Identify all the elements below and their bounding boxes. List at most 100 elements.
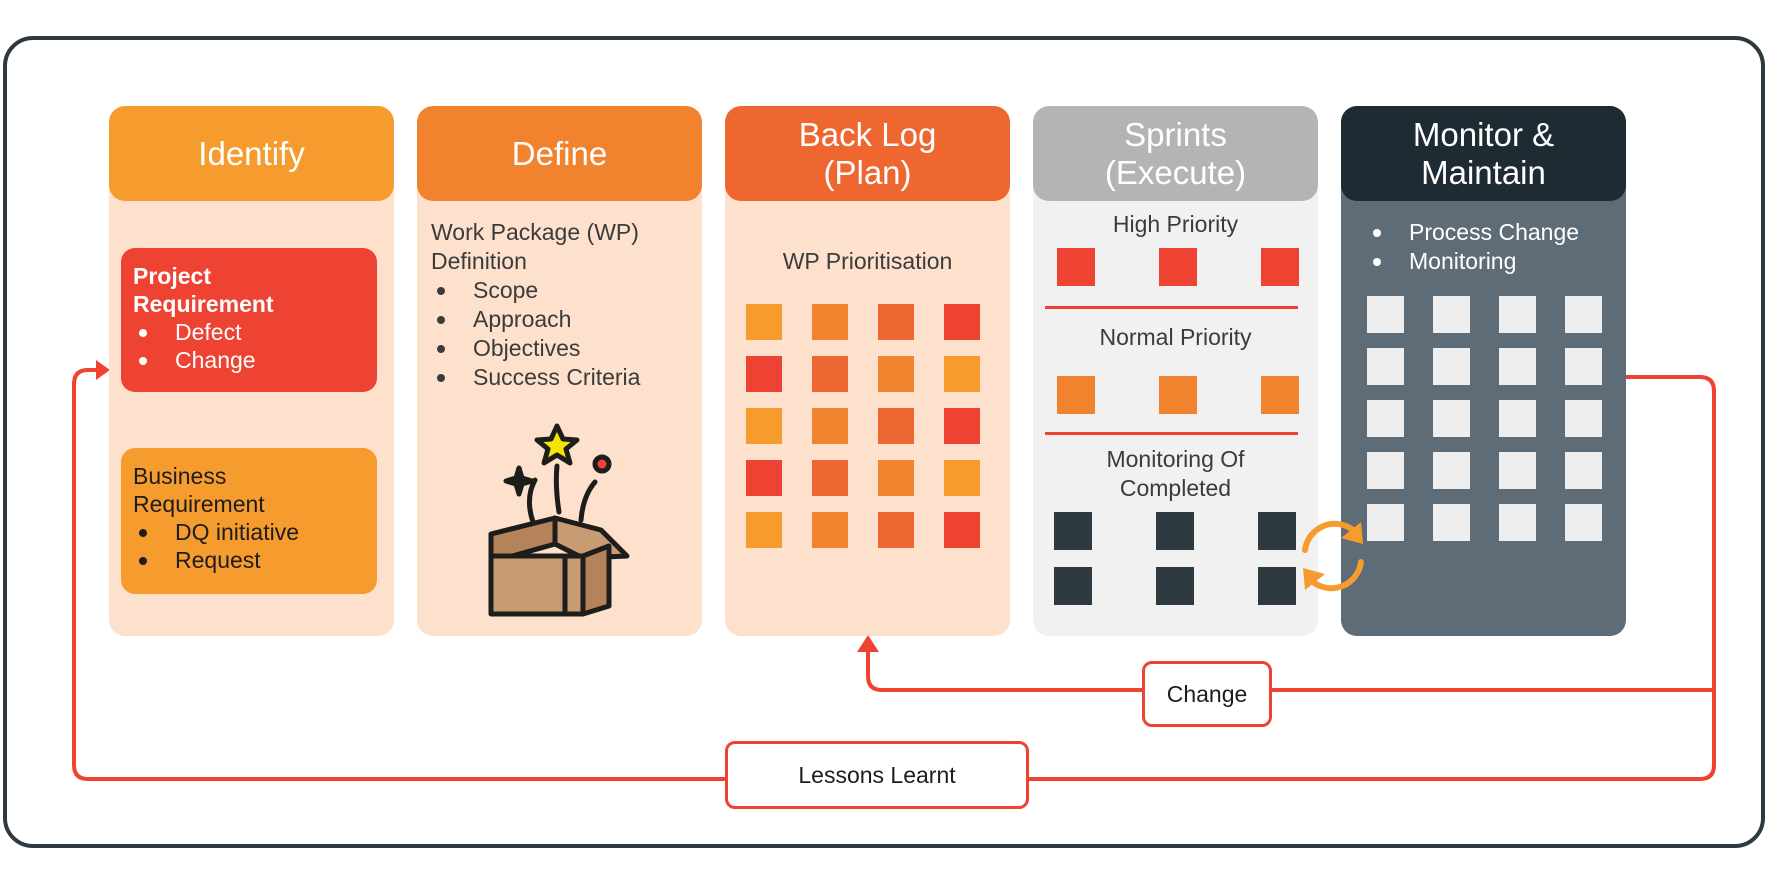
monitor-square [1367,348,1404,385]
monitor-square [1499,504,1536,541]
monitor-square [1433,296,1470,333]
lessons-learnt-label: Lessons Learnt [725,741,1029,809]
list-item: DQ initiative [133,518,365,546]
list-item: Success Criteria [431,363,691,392]
refresh-icon [1302,520,1364,592]
task-square [1258,567,1296,605]
monitor-square [1367,296,1404,333]
backlog-square [746,304,782,340]
task-square [1156,567,1194,605]
backlog-square [746,512,782,548]
list-item: Change [133,346,365,374]
backlog-subtitle: WP Prioritisation [782,248,953,274]
project-title-line1: Project [133,263,211,289]
backlog-square [878,408,914,444]
open-box-icon [488,423,630,617]
task-square [1258,512,1296,550]
task-square [1057,376,1095,414]
list-item: Process Change [1367,218,1579,247]
completed-row-2 [1050,567,1300,605]
monitor-list: Process Change Monitoring [1367,218,1579,276]
monitor-square [1499,348,1536,385]
backlog-title-line1: Back Log [798,115,937,153]
business-requirement-title: Business Requirement [133,462,365,518]
monitor-square [1367,452,1404,489]
monitor-square [1565,504,1602,541]
list-item: Scope [431,276,691,305]
sprints-title-line2: (Execute) [1104,153,1247,191]
completed-row-1 [1050,512,1300,550]
backlog-square [878,356,914,392]
column-backlog: Back Log (Plan) WP Prioritisation [725,106,1010,636]
backlog-square [944,408,980,444]
task-square [1261,376,1299,414]
monitor-square [1565,348,1602,385]
monitor-square [1433,452,1470,489]
task-square [1057,248,1095,286]
work-package-definition: Work Package (WP) Definition Scope Appro… [431,218,691,392]
backlog-square [812,408,848,444]
backlog-square [878,304,914,340]
monitor-square [1565,296,1602,333]
change-loop-line [866,650,1714,692]
backlog-square [746,356,782,392]
business-title-line1: Business [133,463,227,489]
divider [1045,306,1298,309]
task-square [1159,376,1197,414]
backlog-grid [746,304,980,548]
sprints-title-line1: Sprints [1124,115,1227,153]
monitor-square [1367,400,1404,437]
project-title-line2: Requirement [133,291,274,317]
backlog-square [746,408,782,444]
monitoring-line1: Monitoring Of [1106,446,1245,472]
backlog-square [878,460,914,496]
backlog-header: Back Log (Plan) [725,106,1010,201]
monitoring-line2: Completed [1119,475,1232,501]
monitor-square [1499,452,1536,489]
sprints-header: Sprints (Execute) [1033,106,1318,201]
project-requirement-title: Project Requirement [133,262,365,318]
change-label-text: Change [1166,680,1248,707]
monitor-header: Monitor & Maintain [1341,106,1626,201]
list-item: Request [133,546,365,574]
monitoring-completed-label: Monitoring Of Completed [1033,445,1318,503]
column-define: Define Work Package (WP) Definition Scop… [417,106,702,636]
task-square [1054,512,1092,550]
monitor-square [1565,452,1602,489]
backlog-square [812,460,848,496]
divider [1045,432,1298,435]
monitor-square [1499,400,1536,437]
define-heading-line2: Definition [431,248,527,274]
backlog-square [746,460,782,496]
monitor-square [1433,400,1470,437]
backlog-title-line2: (Plan) [823,153,912,191]
backlog-square [944,460,980,496]
diagram-frame [3,36,1765,848]
task-square [1159,248,1197,286]
task-square [1156,512,1194,550]
normal-priority-label: Normal Priority [1099,324,1252,350]
business-requirement-card: Business Requirement DQ initiative Reque… [121,448,377,594]
identify-header: Identify [109,106,394,201]
backlog-square [944,512,980,548]
task-square [1261,248,1299,286]
normal-priority-row [1053,376,1303,414]
high-priority-label: High Priority [1112,211,1239,237]
column-identify: Identify Project Requirement Defect Chan… [109,106,394,636]
backlog-square [944,356,980,392]
lessons-arrowhead [96,360,110,380]
project-requirement-card: Project Requirement Defect Change [121,248,377,392]
backlog-square [944,304,980,340]
define-list: Scope Approach Objectives Success Criter… [431,276,691,392]
monitor-square [1499,296,1536,333]
monitor-square [1433,348,1470,385]
backlog-square [812,512,848,548]
task-square [1054,567,1092,605]
monitor-square [1565,400,1602,437]
business-title-line2: Requirement [133,491,265,517]
monitor-square [1367,504,1404,541]
project-requirement-list: Defect Change [133,318,365,374]
monitor-title-line1: Monitor & [1412,115,1555,153]
define-header: Define [417,106,702,201]
list-item: Approach [431,305,691,334]
